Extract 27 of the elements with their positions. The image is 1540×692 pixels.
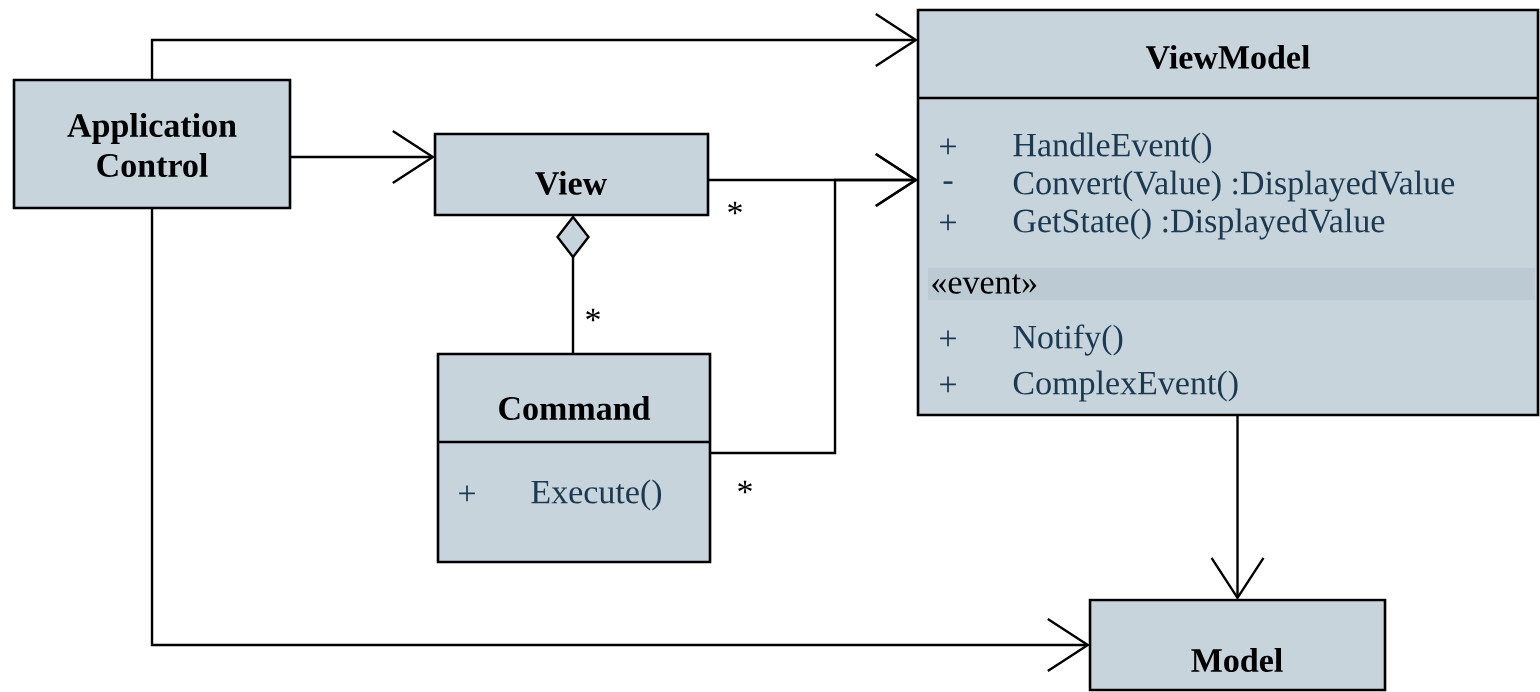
- association-line: [150, 208, 1090, 672]
- multiplicity-label: *: [586, 308, 600, 322]
- stereotype-label: «event»: [932, 274, 1037, 294]
- method-signature: Execute(): [531, 479, 662, 511]
- visibility-sign: -: [943, 181, 953, 184]
- visibility-sign: +: [940, 138, 956, 155]
- method-signature: GetState() :DisplayedValue: [1013, 208, 1385, 240]
- association-line: [290, 130, 435, 184]
- class-box: Command + Execute(): [436, 352, 712, 564]
- association-line: [556, 215, 590, 354]
- association-line: [1210, 415, 1265, 600]
- visibility-sign: +: [459, 485, 475, 502]
- multiplicity-label: *: [728, 201, 742, 215]
- class-box: View: [433, 132, 710, 217]
- method-signature: ComplexEvent(): [1013, 370, 1238, 402]
- class-box: ViewModel + HandleEvent() - Convert(Value) :DisplayedValue + GetState() :DisplayedValue «event» + Notify() + ComplexEvent(): [916, 8, 1540, 417]
- method-signature: Notify(): [1013, 324, 1123, 356]
- visibility-sign: +: [940, 330, 956, 347]
- association-line: [710, 153, 918, 455]
- class-box: Application Control: [12, 78, 292, 210]
- method-signature: Convert(Value) :DisplayedValue: [1013, 170, 1455, 202]
- multiplicity-label: *: [738, 480, 752, 494]
- visibility-sign: +: [940, 214, 956, 231]
- visibility-sign: +: [940, 376, 956, 393]
- association-line: [150, 13, 918, 80]
- class-box: Model: [1088, 598, 1387, 692]
- method-signature: HandleEvent(): [1013, 132, 1212, 164]
